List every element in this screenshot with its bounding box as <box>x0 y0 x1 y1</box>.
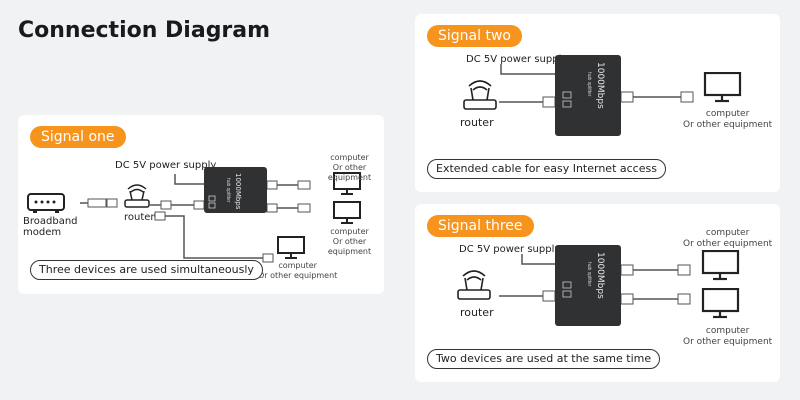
signal-two-router-label: router <box>460 116 494 129</box>
panel-signal-three: Signal three DC 5V power supply router 1… <box>415 204 780 382</box>
signal-three-computer-a-label: computer Or other equipment <box>683 228 773 249</box>
modem-label: Broadband modem <box>23 216 78 238</box>
signal-three-caption: Two devices are used at the same time <box>427 349 661 369</box>
signal-two-pill: Signal two <box>427 25 522 47</box>
panel-signal-one: Signal one DC 5V power supply Broadband … <box>18 115 384 294</box>
computer-b-label: computer Or other equipment <box>327 227 372 256</box>
computer-icon-b <box>701 288 740 319</box>
signal-three-pill: Signal three <box>427 215 534 237</box>
modem-icon <box>27 193 65 213</box>
signal-one-pill: Signal one <box>30 126 126 148</box>
router-icon <box>124 184 150 208</box>
signal-three-computer-b-label: computer Or other equipment <box>683 326 773 347</box>
signal-three-router-label: router <box>460 306 494 319</box>
signal-two-power-label: DC 5V power supply <box>466 54 568 65</box>
computer-icon-a <box>333 172 361 195</box>
computer-icon-c <box>277 236 305 259</box>
computer-icon-a <box>701 250 740 281</box>
signal-three-power-label: DC 5V power supply <box>459 244 561 255</box>
computer-a-label: computer Or other equipment <box>327 153 372 182</box>
computer-c-label: computer Or other equipment <box>258 261 338 280</box>
signal-one-router-label: router <box>124 212 155 223</box>
port-icon <box>562 281 572 298</box>
port-icon <box>208 195 216 209</box>
router-icon <box>457 270 491 300</box>
router-icon <box>463 80 497 110</box>
signal-one-caption: Three devices are used simultaneously <box>30 260 263 280</box>
hub-speed-text: 1000Mbps <box>595 62 605 109</box>
hub-device <box>555 55 621 136</box>
computer-icon <box>703 72 742 103</box>
signal-one-cables <box>80 174 311 263</box>
signal-two-caption: Extended cable for easy Internet access <box>427 159 666 179</box>
hub-device <box>555 245 621 326</box>
signal-one-power-label: DC 5V power supply <box>115 160 217 171</box>
signal-two-computer-label: computer Or other equipment <box>683 109 773 130</box>
hub-name-text: hub splitter <box>586 262 592 287</box>
hub-speed-text: 1000Mbps <box>234 173 242 210</box>
hub-name-text: hub splitter <box>586 72 592 97</box>
signal-three-cables <box>499 254 691 305</box>
page-title: Connection Diagram <box>18 18 271 43</box>
port-icon <box>562 91 572 108</box>
signal-two-cables <box>499 64 694 108</box>
hub-name-text: hub splitter <box>225 178 231 203</box>
panel-signal-two: Signal two DC 5V power supply router 100… <box>415 14 780 192</box>
hub-device <box>204 167 267 213</box>
computer-icon-b <box>333 201 361 224</box>
hub-speed-text: 1000Mbps <box>595 252 605 299</box>
